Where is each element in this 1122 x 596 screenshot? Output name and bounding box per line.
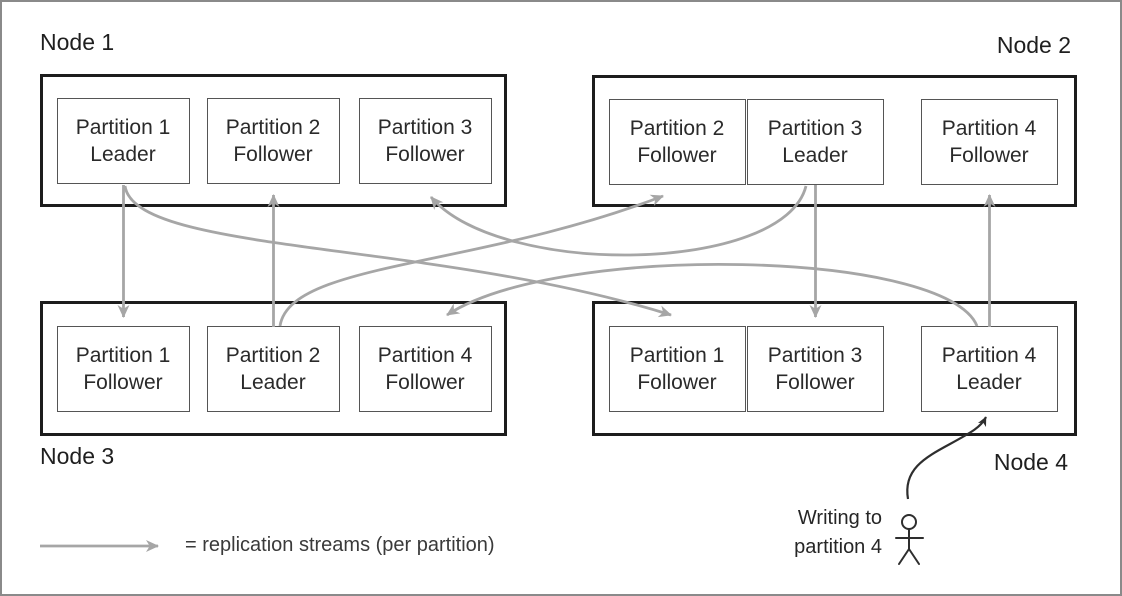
node-1-partition-3-follower: Partition 3 Follower (358, 98, 492, 184)
node-1-partition-2-follower: Partition 2 Follower (206, 98, 340, 184)
node-3-label: Node 3 (40, 443, 115, 469)
node-2-partition-3-leader: Partition 3 Leader (746, 99, 884, 185)
node-1-label: Node 1 (40, 29, 115, 55)
node-3-box: Partition 1 Follower Partition 2 Leader … (40, 301, 507, 436)
partition-number: Partition 4 (377, 344, 473, 367)
partition-role: Follower (385, 143, 465, 166)
partition-number: Partition 2 (225, 344, 321, 367)
partition-role: Follower (775, 371, 855, 394)
partition-role: Leader (956, 371, 1022, 394)
node-4-box: Partition 1 Follower Partition 3 Followe… (592, 301, 1077, 436)
partition-role: Follower (637, 144, 717, 167)
partition-number: Partition 1 (75, 116, 171, 139)
node-4-partition-3-follower: Partition 3 Follower (746, 326, 884, 412)
node-3-partition-4-follower: Partition 4 Follower (358, 326, 492, 412)
writer-caption-line2: partition 4 (794, 536, 882, 558)
legend-label: = replication streams (per partition) (185, 534, 495, 556)
partition-role: Follower (233, 143, 313, 166)
node-4-label: Node 4 (993, 449, 1068, 475)
partition-number: Partition 1 (629, 344, 725, 367)
partition-role: Leader (90, 143, 156, 166)
node-1-box: Partition 1 Leader Partition 2 Follower … (40, 74, 507, 207)
node-2-label: Node 2 (996, 32, 1071, 58)
writer-caption: Writing to partition 4 (794, 504, 882, 562)
partition-number: Partition 2 (225, 116, 321, 139)
partition-number: Partition 3 (767, 344, 863, 367)
partition-number: Partition 1 (75, 344, 171, 367)
node-2-box: Partition 2 Follower Partition 3 Leader … (592, 75, 1077, 207)
partition-role: Follower (83, 371, 163, 394)
node-3-partition-1-follower: Partition 1 Follower (56, 326, 190, 412)
partition-role: Follower (385, 371, 465, 394)
node-2-partition-2-follower: Partition 2 Follower (608, 99, 746, 185)
partition-number: Partition 4 (941, 344, 1037, 367)
partition-number: Partition 3 (377, 116, 473, 139)
node-1-partition-1-leader: Partition 1 Leader (56, 98, 190, 184)
partition-role: Follower (637, 371, 717, 394)
partition-role: Leader (240, 371, 306, 394)
writer-caption-line1: Writing to (797, 507, 882, 529)
partition-number: Partition 2 (629, 117, 725, 140)
partition-number: Partition 4 (941, 117, 1037, 140)
stick-figure-icon (895, 514, 924, 565)
node-3-partition-2-leader: Partition 2 Leader (206, 326, 340, 412)
partition-number: Partition 3 (767, 117, 863, 140)
node-4-partition-1-follower: Partition 1 Follower (608, 326, 746, 412)
partition-role: Leader (782, 144, 848, 167)
partition-role: Follower (949, 144, 1029, 167)
node-2-partition-4-follower: Partition 4 Follower (920, 99, 1058, 185)
node-4-partition-4-leader: Partition 4 Leader (920, 326, 1058, 412)
